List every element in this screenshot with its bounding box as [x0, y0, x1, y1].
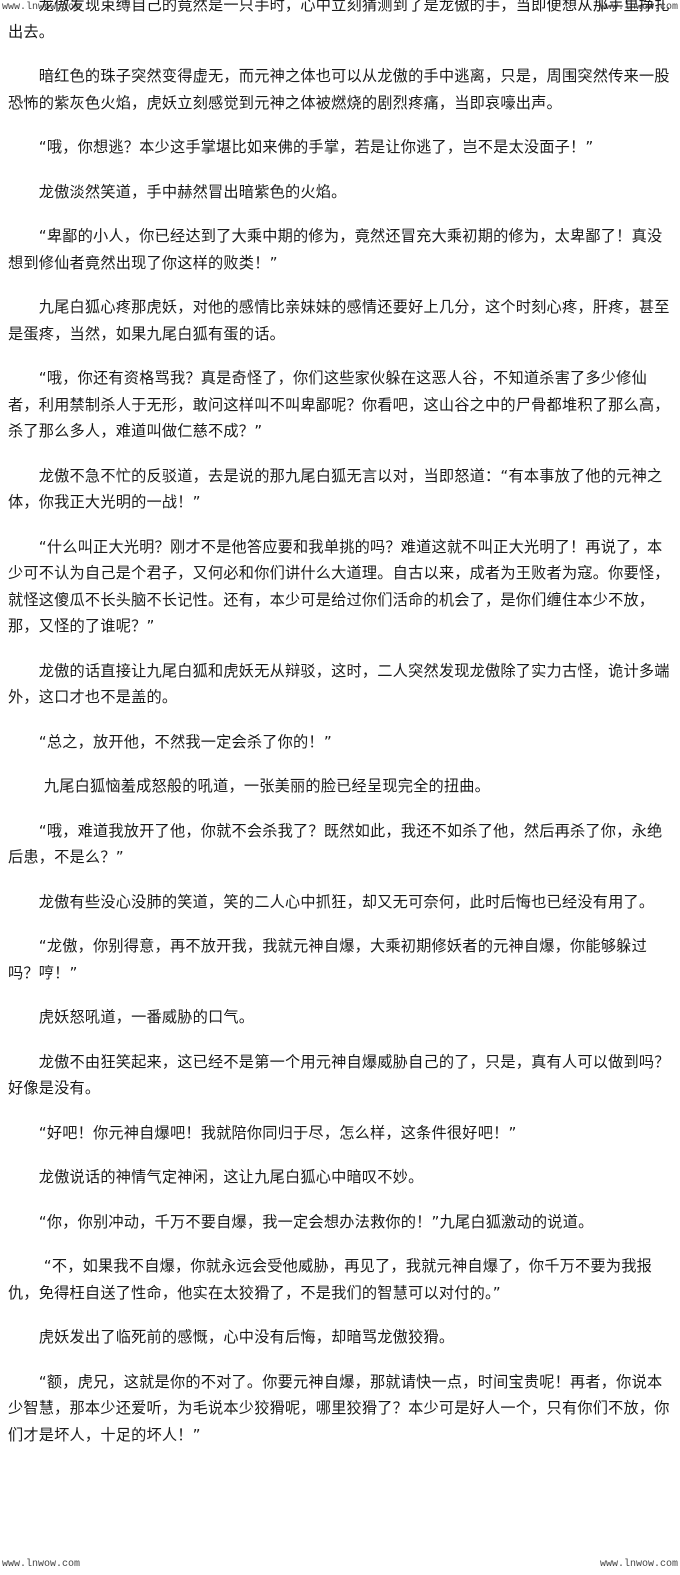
watermark-top-left: www.lnwow.com: [2, 2, 81, 13]
paragraph-14: 龙傲有些没心没肺的笑道，笑的二人心中抓狂，却又无可奈何，此时后悔也已经没有用了。: [8, 892, 655, 911]
paragraph-9: “什么叫正大光明？刚才不是他答应要和我单挑的吗？难道这就不叫正大光明了！再说了，…: [8, 537, 670, 636]
paragraph-10: 龙傲的话直接让九尾白狐和虎妖无从辩驳，这时，二人突然发现龙傲除了实力古怪，诡计多…: [8, 661, 670, 707]
paragraph-4: 龙傲淡然笑道，手中赫然冒出暗紫色的火焰。: [8, 182, 347, 201]
paragraph-1: 龙傲发现束缚自己的竟然是一只手时，心中立刻猜测到了是龙傲的手，当即便想从那手里挣…: [8, 0, 670, 41]
watermark-bottom-right: www.lnwow.com: [599, 1559, 678, 1570]
paragraph-20: “你，你别冲动，千万不要自爆，我一定会想办法救你的！”九尾白狐激动的说道。: [8, 1212, 594, 1231]
paragraph-7: “哦，你还有资格骂我？真是奇怪了，你们这些家伙躲在这恶人谷，不知道杀害了多少修仙…: [8, 369, 670, 440]
paragraph-18: “好吧！你元神自爆吧！我就陪你同归于尽，怎么样，这条件很好吧！”: [8, 1123, 517, 1142]
paragraph-13: “哦，难道我放开了他，你就不会杀我了？既然如此，我还不如杀了他，然后再杀了你，永…: [8, 821, 663, 867]
paragraph-2: 暗红色的珠子突然变得虚无，而元神之体也可以从龙傲的手中逃离，只是，周围突然传来一…: [8, 67, 670, 112]
paragraph-15: “龙傲，你别得意，再不放开我，我就元神自爆，大乘初期修妖者的元神自爆，你能够躲过…: [8, 937, 647, 982]
paragraph-17: 龙傲不由狂笑起来，这已经不是第一个用元神自爆威胁自己的了，只是，真有人可以做到吗…: [8, 1052, 670, 1098]
article-body: 龙傲发现束缚自己的竟然是一只手时，心中立刻猜测到了是龙傲的手，当即便想从那手里挣…: [8, 0, 674, 1448]
paragraph-12: 九尾白狐恼羞成怒般的吼道，一张美丽的脸已经呈现完全的扭曲。: [8, 777, 491, 795]
paragraph-19: 龙傲说话的神情气定神闲，这让九尾白狐心中暗叹不妙。: [8, 1168, 424, 1186]
paragraph-6: 九尾白狐心疼那虎妖，对他的感情比亲妹妹的感情还要好上几分，这个时刻心疼，肝疼，甚…: [8, 298, 670, 343]
paragraph-16: 虎妖怒吼道，一番威胁的口气。: [8, 1008, 255, 1026]
paragraph-22: 虎妖发出了临死前的感慨，心中没有后悔，却暗骂龙傲狡猾。: [8, 1328, 455, 1346]
paragraph-5: “卑鄙的小人，你已经达到了大乘中期的修为，竟然还冒充大乘初期的修为，太卑鄙了！真…: [8, 227, 663, 272]
paragraph-21: “不，如果我不自爆，你就永远会受他威胁，再见了，我就元神自爆了，你千万不要为我报…: [8, 1257, 652, 1302]
paragraph-3: “哦，你想逃？本少这手掌堪比如来佛的手掌，若是让你逃了，岂不是太没面子！”: [8, 138, 594, 156]
watermark-bottom-left: www.lnwow.com: [2, 1559, 81, 1570]
paragraph-11: “总之，放开他，不然我一定会杀了你的！”: [8, 732, 332, 751]
paragraph-23: “额，虎兄，这就是你的不对了。你要元神自爆，那就请快一点，时间宝贵呢！再者，你说…: [8, 1372, 670, 1444]
paragraph-8: 龙傲不急不忙的反驳道，去是说的那九尾白狐无言以对，当即怒道：“有本事放了他的元神…: [8, 466, 663, 512]
watermark-top-right: www.lnwow.com: [599, 2, 678, 13]
